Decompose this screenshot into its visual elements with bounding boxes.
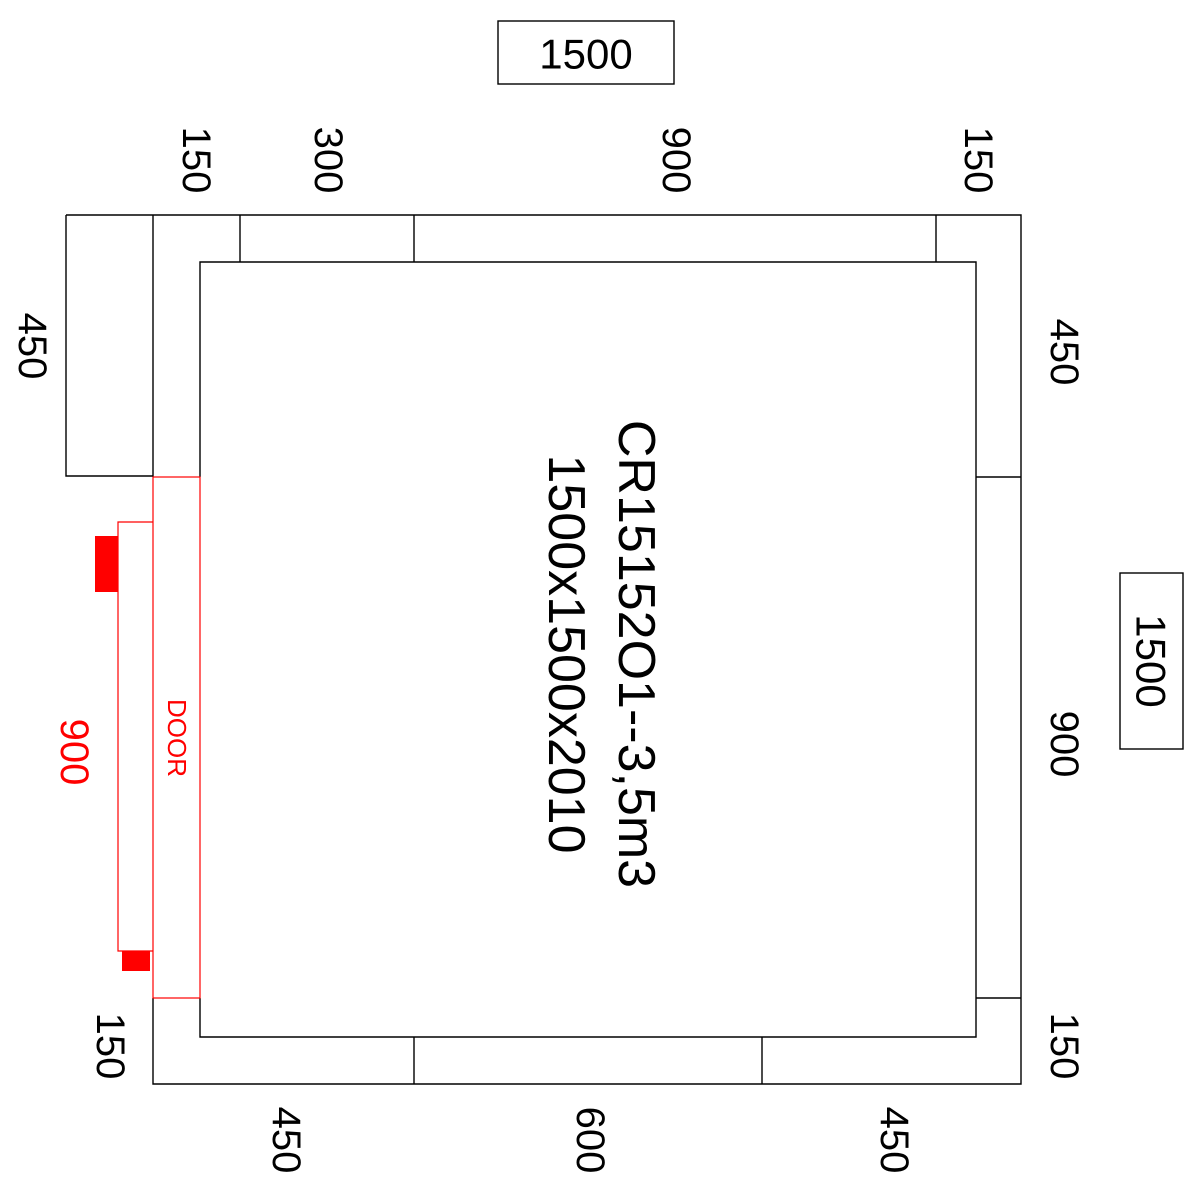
left-dim-upper: 450 bbox=[10, 313, 54, 380]
right-dim-lower: 150 bbox=[1042, 1013, 1086, 1080]
door-width-label: 900 bbox=[52, 719, 96, 786]
overall-width-label: 1500 bbox=[539, 31, 632, 78]
top-dim-4: 150 bbox=[956, 127, 1000, 194]
right-dim-middle: 900 bbox=[1042, 711, 1086, 778]
bottom-dim-3: 450 bbox=[872, 1107, 916, 1174]
overall-depth-box: 1500 bbox=[1119, 572, 1184, 750]
door-panel: DOOR bbox=[95, 476, 201, 999]
door-handle-icon bbox=[95, 536, 118, 592]
door-label: DOOR bbox=[162, 699, 192, 777]
overall-width-box: 1500 bbox=[497, 20, 675, 85]
overall-depth-label: 1500 bbox=[1128, 614, 1175, 707]
wall-panels bbox=[65, 214, 1022, 1085]
left-dim-lower: 150 bbox=[88, 1013, 132, 1080]
right-dim-upper: 450 bbox=[1042, 319, 1086, 386]
bottom-dim-2: 600 bbox=[568, 1107, 612, 1174]
top-dim-2: 300 bbox=[306, 127, 350, 194]
door-hinge-icon bbox=[122, 951, 150, 971]
top-dim-3: 900 bbox=[654, 127, 698, 194]
bottom-dim-1: 450 bbox=[264, 1107, 308, 1174]
top-dim-1: 150 bbox=[174, 127, 218, 194]
room-dimensions: 1500x1500x2010 bbox=[537, 454, 595, 853]
model-code: CR15152O1--3,5m3 bbox=[607, 420, 665, 888]
